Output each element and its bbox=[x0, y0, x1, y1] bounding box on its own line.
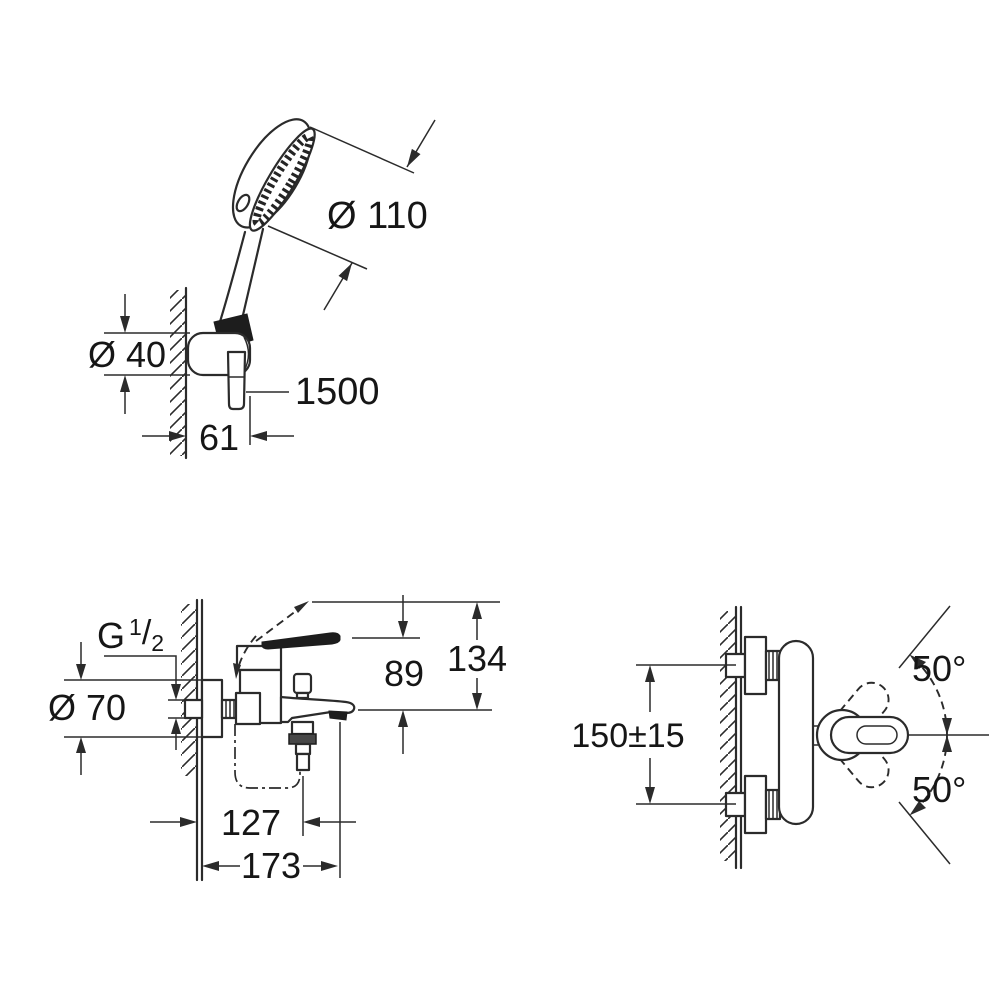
leader-line bbox=[104, 655, 177, 684]
arrowhead bbox=[398, 621, 408, 638]
mode-button bbox=[235, 193, 251, 213]
shower-outlet bbox=[290, 720, 315, 736]
diverter-stem bbox=[295, 691, 310, 700]
handle-grip-inner bbox=[856, 725, 898, 745]
arrowhead bbox=[338, 263, 352, 282]
shower-handle-right-edge bbox=[238, 227, 265, 330]
dim-holder-diameter: Ø 40 bbox=[88, 294, 190, 414]
arrowhead bbox=[645, 665, 655, 682]
thread-denominator: 2 bbox=[151, 630, 164, 656]
hand-shower-view: Ø 110 Ø 40 1500 61 bbox=[88, 118, 436, 460]
lever-handle bbox=[261, 632, 341, 650]
dim-label-hose-length: 1500 bbox=[295, 371, 380, 413]
arrowhead bbox=[909, 654, 926, 669]
dim-label-overall-height: 134 bbox=[447, 638, 507, 679]
dim-label-connection-spacing: 150±15 bbox=[571, 717, 684, 755]
escutcheon bbox=[200, 678, 224, 739]
lever-swing-arc bbox=[236, 635, 257, 673]
arrowhead bbox=[942, 718, 952, 735]
dim-label-outlet-depth: 127 bbox=[221, 802, 281, 843]
inlet-boss bbox=[234, 691, 262, 726]
arrowhead bbox=[202, 861, 219, 871]
dim-label-holder-diameter: Ø 40 bbox=[88, 334, 166, 375]
arrowhead bbox=[472, 602, 482, 619]
arrowhead bbox=[303, 817, 320, 827]
thread-base: G bbox=[97, 615, 125, 656]
thread-numerator: 1 bbox=[129, 614, 142, 640]
wall-hatching bbox=[181, 604, 197, 776]
arrowhead bbox=[120, 375, 130, 392]
arrowhead bbox=[942, 735, 952, 752]
arrowhead bbox=[171, 684, 181, 700]
arrowhead bbox=[645, 787, 655, 804]
shower-hose-stub bbox=[226, 350, 247, 411]
extension-line bbox=[267, 225, 368, 270]
arrowhead bbox=[250, 431, 267, 441]
dim-upper-swivel-angle: 50° bbox=[898, 605, 966, 736]
aerator bbox=[328, 710, 348, 721]
arrowhead bbox=[407, 148, 421, 167]
bath-mixer-plan-view: 50° 50° 150±15 bbox=[571, 605, 989, 870]
angle-leader-line bbox=[898, 801, 951, 865]
outlet-tube-upper bbox=[294, 742, 312, 756]
spray-nozzle-dots bbox=[252, 133, 314, 228]
shower-handle-left-edge bbox=[217, 230, 247, 327]
dim-label-upper-swivel: 50° bbox=[912, 648, 966, 689]
arrowhead bbox=[909, 801, 926, 816]
wall-hatching bbox=[720, 611, 736, 861]
arrowhead bbox=[120, 316, 130, 333]
dim-head-diameter: Ø 110 bbox=[267, 119, 436, 311]
arrowhead bbox=[294, 601, 309, 613]
dim-body-height: 89 bbox=[352, 595, 492, 754]
escutcheon-bottom bbox=[743, 774, 768, 835]
hose-connection-nut bbox=[288, 733, 317, 745]
arrowhead bbox=[171, 718, 181, 734]
arrowhead bbox=[321, 861, 338, 871]
arrowhead bbox=[472, 693, 482, 710]
dim-label-escutcheon-diameter: Ø 70 bbox=[48, 687, 126, 728]
dim-overall-height: 134 bbox=[312, 601, 507, 710]
dim-spout-depth: 173 bbox=[202, 722, 341, 886]
arrowhead bbox=[76, 664, 86, 680]
diverter-knob bbox=[292, 672, 313, 695]
dim-escutcheon-diameter: Ø 70 bbox=[48, 642, 202, 775]
mixer-body-capsule bbox=[777, 639, 815, 826]
dim-label-head-diameter: Ø 110 bbox=[327, 195, 428, 237]
dim-outlet-depth: 127 bbox=[150, 776, 356, 843]
outlet-tube-lower bbox=[295, 752, 311, 772]
arrowhead bbox=[180, 817, 197, 827]
lever-raised-position bbox=[255, 604, 305, 642]
dim-holder-depth: 61 bbox=[142, 396, 294, 458]
arrowhead bbox=[233, 663, 241, 679]
arrowhead bbox=[169, 431, 186, 441]
cartridge-housing bbox=[235, 644, 283, 672]
extension-line bbox=[309, 126, 415, 174]
arrowhead bbox=[76, 737, 86, 753]
dim-connection-spacing: 150±15 bbox=[571, 664, 736, 805]
dim-label-holder-depth: 61 bbox=[199, 417, 239, 458]
dim-label-spout-depth: 173 bbox=[241, 845, 301, 886]
dim-hose-length: 1500 bbox=[246, 371, 380, 413]
thread-slash: / bbox=[142, 614, 152, 652]
dim-label-body-height: 89 bbox=[384, 653, 424, 694]
tub-rim-outline bbox=[234, 724, 301, 789]
wall-hatching bbox=[170, 290, 186, 456]
arrowhead bbox=[398, 710, 408, 727]
dim-lower-swivel-angle: 50° bbox=[898, 734, 966, 865]
dim-label-lower-swivel: 50° bbox=[912, 769, 966, 810]
angle-leader-line bbox=[898, 605, 951, 669]
union-nut bbox=[183, 698, 204, 720]
escutcheon-top bbox=[743, 635, 768, 696]
